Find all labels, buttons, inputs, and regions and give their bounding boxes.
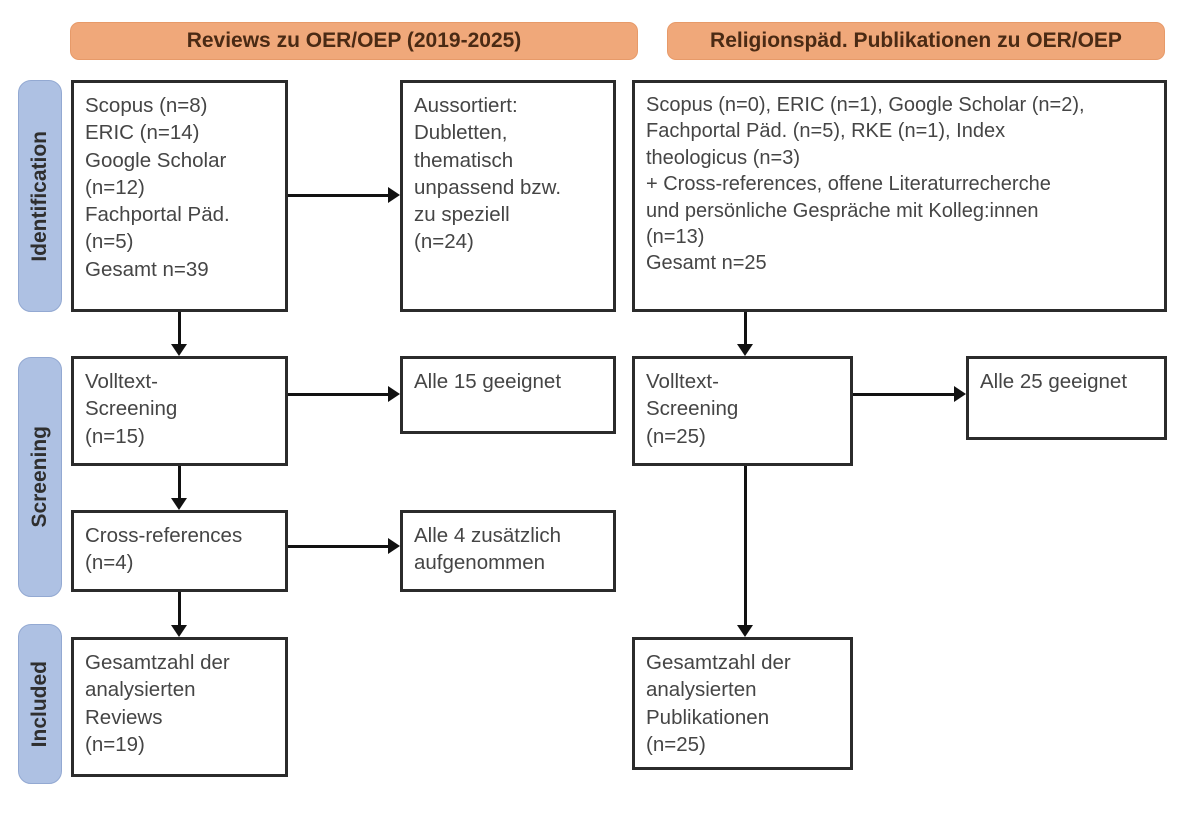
arrowhead-left-fulltext-to-all-suitable [388,386,400,402]
stage-label-screening: Screening [18,357,62,597]
stage-label-identification: Identification [18,80,62,312]
connector-right-fulltext-to-all-suitable [853,393,954,396]
box-left-included-total: Gesamtzahl der analysierten Reviews (n=1… [71,637,288,777]
box-right-included-total: Gesamtzahl der analysierten Publikatione… [632,637,853,770]
arrowhead-right-sources-to-fulltext [737,344,753,356]
box-left-excluded: Aussortiert: Dubletten, thematisch unpas… [400,80,616,312]
arrowhead-right-fulltext-to-all-suitable [954,386,966,402]
connector-left-cross-to-included [178,592,181,625]
arrowhead-right-fulltext-to-included [737,625,753,637]
connector-left-fulltext-to-all-suitable [288,393,388,396]
connector-right-sources-to-fulltext [744,312,747,344]
box-left-fulltext-screening: Volltext- Screening (n=15) [71,356,288,466]
box-left-all-suitable: Alle 15 geeignet [400,356,616,434]
arrowhead-left-sources-to-excluded [388,187,400,203]
box-right-identification-sources: Scopus (n=0), ERIC (n=1), Google Scholar… [632,80,1167,312]
box-left-cross-references: Cross-references (n=4) [71,510,288,592]
box-left-all-added: Alle 4 zusätzlich aufgenommen [400,510,616,592]
connector-left-sources-to-fulltext [178,312,181,344]
stage-label-identification-text: Identification [28,130,51,262]
stage-label-screening-text: Screening [28,426,51,528]
connector-left-sources-to-excluded [288,194,388,197]
connector-right-fulltext-to-included [744,466,747,625]
box-right-fulltext-screening: Volltext- Screening (n=25) [632,356,853,466]
arrowhead-left-sources-to-fulltext [171,344,187,356]
arrowhead-left-cross-to-all-added [388,538,400,554]
connector-left-fulltext-to-cross-references [178,466,181,498]
box-left-identification-sources: Scopus (n=8) ERIC (n=14) Google Scholar … [71,80,288,312]
column-header-reviews: Reviews zu OER/OEP (2019-2025) [70,22,638,60]
stage-label-included-text: Included [28,660,51,748]
arrowhead-left-cross-to-included [171,625,187,637]
stage-label-included: Included [18,624,62,784]
connector-left-cross-to-all-added [288,545,388,548]
arrowhead-left-fulltext-to-cross-references [171,498,187,510]
column-header-religionspaed: Religionspäd. Publikationen zu OER/OEP [667,22,1165,60]
box-right-all-suitable: Alle 25 geeignet [966,356,1167,440]
